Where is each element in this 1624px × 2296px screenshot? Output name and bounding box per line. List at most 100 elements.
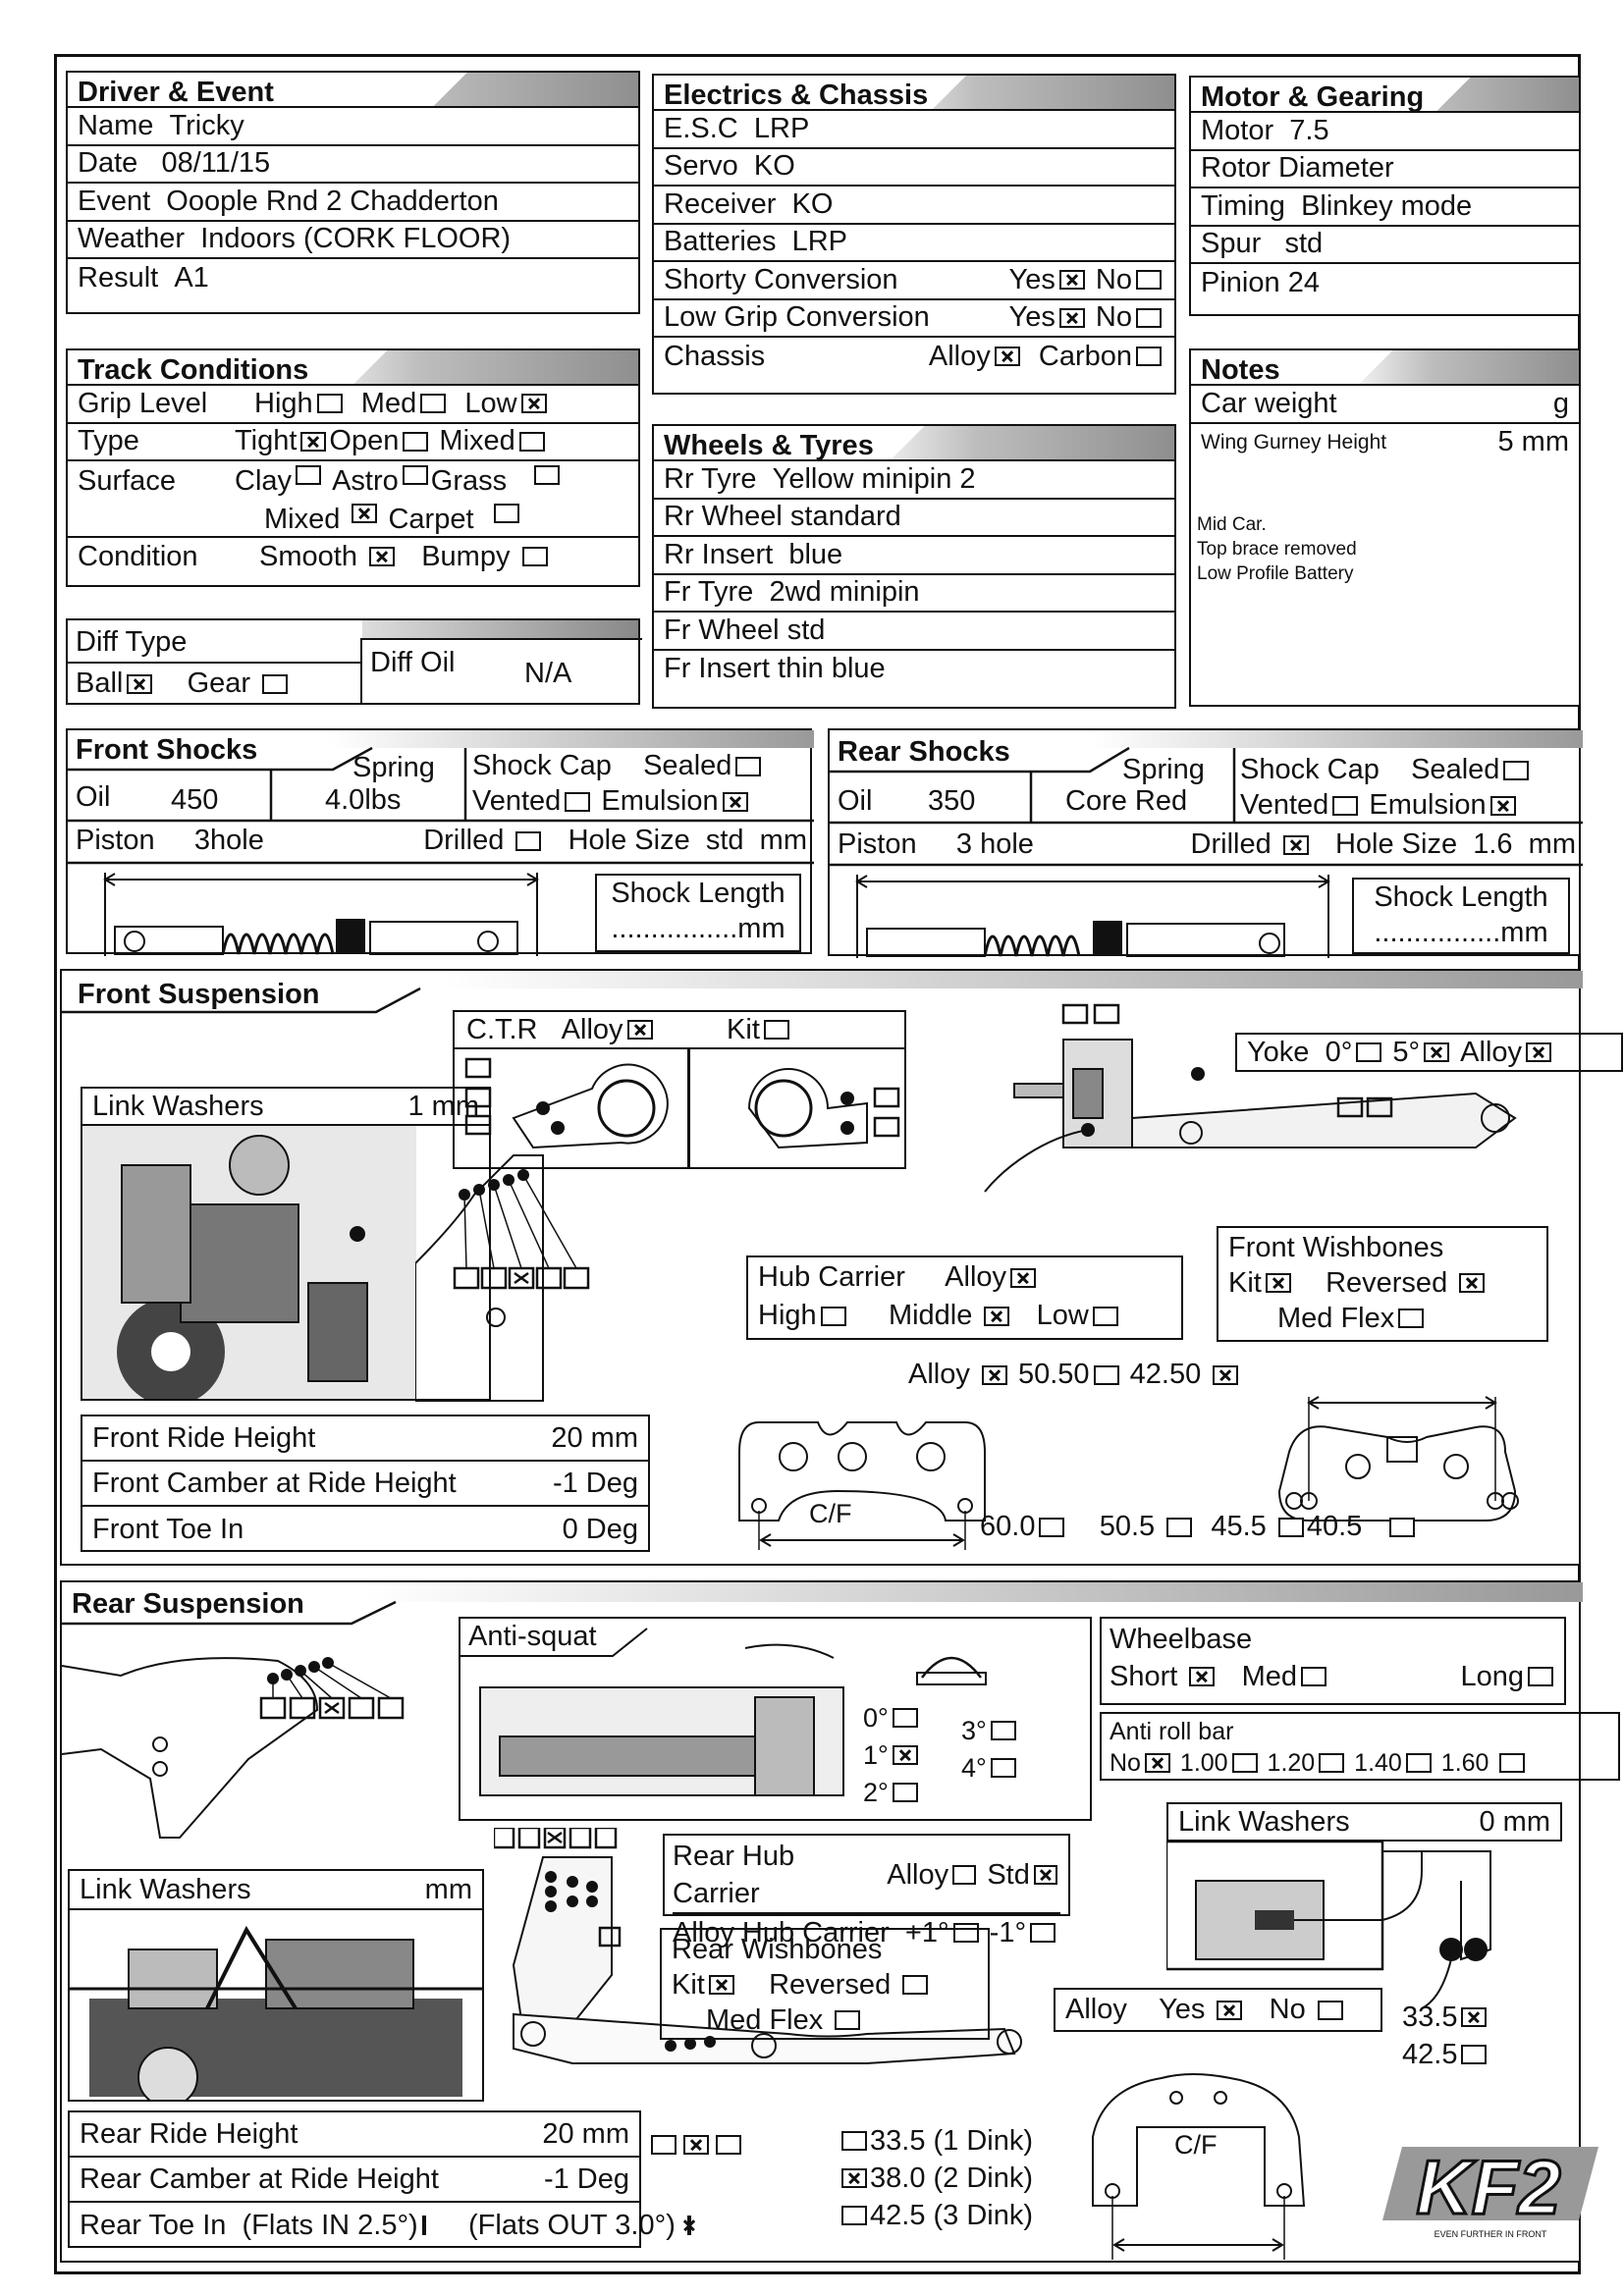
spur-value[interactable]: std	[1284, 228, 1324, 260]
front-oil-value[interactable]: 450	[171, 784, 219, 816]
rr-tyre-value[interactable]: Yellow minipin 2	[772, 462, 976, 495]
dink-1-checkbox[interactable]	[841, 2131, 867, 2151]
antisquat-4-checkbox[interactable]	[990, 1758, 1016, 1778]
front-cap-emulsion-checkbox[interactable]	[722, 791, 748, 812]
grip-high-checkbox[interactable]	[316, 394, 343, 414]
rear-width-335-checkbox[interactable]	[1461, 2007, 1488, 2027]
toe-flats-out-checkbox[interactable]	[686, 2216, 691, 2235]
shorty-no-checkbox[interactable]	[1136, 270, 1162, 291]
diff-oil-value[interactable]: N/A	[524, 658, 572, 689]
width-405-checkbox[interactable]	[1389, 1517, 1416, 1537]
wheelbase-long-checkbox[interactable]	[1528, 1667, 1553, 1686]
rear-oil-value[interactable]: 350	[928, 785, 976, 817]
rear-cap-sealed-checkbox[interactable]	[1503, 760, 1530, 780]
wheelbase-med-checkbox[interactable]	[1300, 1667, 1326, 1686]
surface-grass-checkbox[interactable]	[534, 465, 561, 485]
brace-5050-checkbox[interactable]	[1093, 1364, 1119, 1385]
arb-140-checkbox[interactable]	[1405, 1753, 1432, 1773]
event-date[interactable]: 08/11/15	[161, 147, 271, 180]
front-hole-value[interactable]: std	[705, 825, 744, 856]
ctr-alloy-checkbox[interactable]	[626, 1020, 653, 1040]
brace-alloy-checkbox[interactable]	[981, 1364, 1007, 1385]
yoke-alloy-checkbox[interactable]	[1526, 1042, 1552, 1062]
arb-120-checkbox[interactable]	[1319, 1753, 1345, 1773]
front-camber-value[interactable]: -1 Deg	[552, 1467, 638, 1499]
rear-wish-reversed-checkbox[interactable]	[902, 1975, 929, 1995]
antisquat-1-checkbox[interactable]	[892, 1745, 918, 1765]
result-value[interactable]: A1	[174, 261, 209, 294]
rear-ride-height-value[interactable]: 20 mm	[542, 2117, 629, 2150]
driver-name[interactable]: Tricky	[169, 109, 244, 141]
chassis-carbon-checkbox[interactable]	[1136, 347, 1162, 367]
lowgrip-no-checkbox[interactable]	[1136, 307, 1162, 328]
rear-hub-alloy-checkbox[interactable]	[952, 1865, 977, 1885]
antisquat-3-checkbox[interactable]	[990, 1721, 1016, 1740]
hub-alloy-checkbox[interactable]	[1010, 1267, 1037, 1288]
front-wish-kit-checkbox[interactable]	[1265, 1273, 1291, 1293]
arb-no-checkbox[interactable]	[1144, 1753, 1170, 1773]
hub-middle-checkbox[interactable]	[984, 1306, 1010, 1326]
front-toe-value[interactable]: 0 Deg	[562, 1513, 638, 1545]
esc-value[interactable]: LRP	[753, 112, 810, 144]
rear-drilled-checkbox[interactable]	[1282, 834, 1309, 855]
rear-shock-length-box[interactable]: Shock Length................mm	[1352, 878, 1570, 954]
shorty-yes-checkbox[interactable]	[1058, 270, 1085, 291]
dink-2-checkbox[interactable]	[841, 2168, 867, 2188]
timing-value[interactable]: Blinkey mode	[1301, 189, 1473, 222]
surface-carpet-checkbox[interactable]	[493, 504, 519, 523]
wish-pos-1-checkbox[interactable]	[651, 2135, 677, 2155]
arb-100-checkbox[interactable]	[1231, 1753, 1258, 1773]
width-600-checkbox[interactable]	[1039, 1517, 1065, 1537]
wish-pos-3-checkbox[interactable]	[716, 2135, 741, 2155]
rear-link-washers2-value[interactable]: 0 mm	[1479, 1805, 1551, 1838]
fr-tyre-value[interactable]: 2wd minipin	[769, 576, 920, 609]
wheelbase-short-checkbox[interactable]	[1189, 1667, 1216, 1686]
width-505-checkbox[interactable]	[1166, 1517, 1193, 1537]
diff-gear-checkbox[interactable]	[262, 673, 289, 694]
lowgrip-yes-checkbox[interactable]	[1058, 307, 1085, 328]
surface-clay-checkbox[interactable]	[296, 465, 322, 485]
alloy-hub-minus1-checkbox[interactable]	[1030, 1923, 1056, 1943]
weather-value[interactable]: Indoors (CORK FLOOR)	[200, 223, 512, 255]
wing-gurney-value[interactable]: 5 mm	[1497, 426, 1570, 458]
condition-smooth-checkbox[interactable]	[369, 547, 396, 567]
rear-alloy-no-checkbox[interactable]	[1317, 2000, 1343, 2020]
fr-wheel-value[interactable]: std	[786, 614, 826, 646]
grip-low-checkbox[interactable]	[520, 394, 547, 414]
antisquat-2-checkbox[interactable]	[892, 1783, 918, 1802]
type-tight-checkbox[interactable]	[300, 431, 327, 452]
rr-wheel-value[interactable]: standard	[789, 501, 901, 533]
yoke-5-checkbox[interactable]	[1424, 1042, 1450, 1062]
front-wish-medflex-checkbox[interactable]	[1398, 1308, 1425, 1328]
brace-4250-checkbox[interactable]	[1213, 1364, 1239, 1385]
wish-pos-2-checkbox[interactable]	[683, 2135, 709, 2155]
hub-high-checkbox[interactable]	[820, 1306, 846, 1326]
rear-hole-value[interactable]: 1.6	[1473, 828, 1513, 860]
toe-flats-in-checkbox[interactable]	[421, 2216, 426, 2235]
motor-value[interactable]: 7.5	[1289, 114, 1329, 146]
rear-wish-kit-checkbox[interactable]	[708, 1975, 734, 1995]
surface-astro-checkbox[interactable]	[402, 465, 428, 485]
yoke-0-checkbox[interactable]	[1356, 1042, 1382, 1062]
front-wish-reversed-checkbox[interactable]	[1459, 1273, 1486, 1293]
front-spring-value[interactable]: 4.0lbs	[325, 784, 402, 816]
front-cap-vented-checkbox[interactable]	[565, 791, 591, 812]
front-cap-sealed-checkbox[interactable]	[735, 756, 762, 776]
antisquat-0-checkbox[interactable]	[892, 1708, 918, 1728]
dink-3-checkbox[interactable]	[841, 2206, 867, 2225]
front-piston-value[interactable]: 3hole	[193, 825, 264, 856]
chassis-alloy-checkbox[interactable]	[994, 347, 1020, 367]
rr-insert-value[interactable]: blue	[788, 538, 843, 570]
grip-med-checkbox[interactable]	[420, 394, 447, 414]
fr-insert-value[interactable]: thin blue	[778, 653, 886, 685]
front-ride-height-value[interactable]: 20 mm	[551, 1421, 638, 1454]
rear-cap-vented-checkbox[interactable]	[1332, 795, 1359, 816]
servo-value[interactable]: KO	[753, 150, 795, 183]
diff-ball-checkbox[interactable]	[127, 673, 153, 694]
front-shock-length-box[interactable]: Shock Length................mm	[595, 874, 801, 952]
arb-160-checkbox[interactable]	[1499, 1753, 1526, 1773]
rear-spring-value[interactable]: Core Red	[1065, 785, 1188, 817]
front-drilled-checkbox[interactable]	[515, 830, 542, 851]
condition-bumpy-checkbox[interactable]	[521, 547, 548, 567]
rear-camber-value[interactable]: -1 Deg	[543, 2163, 629, 2195]
